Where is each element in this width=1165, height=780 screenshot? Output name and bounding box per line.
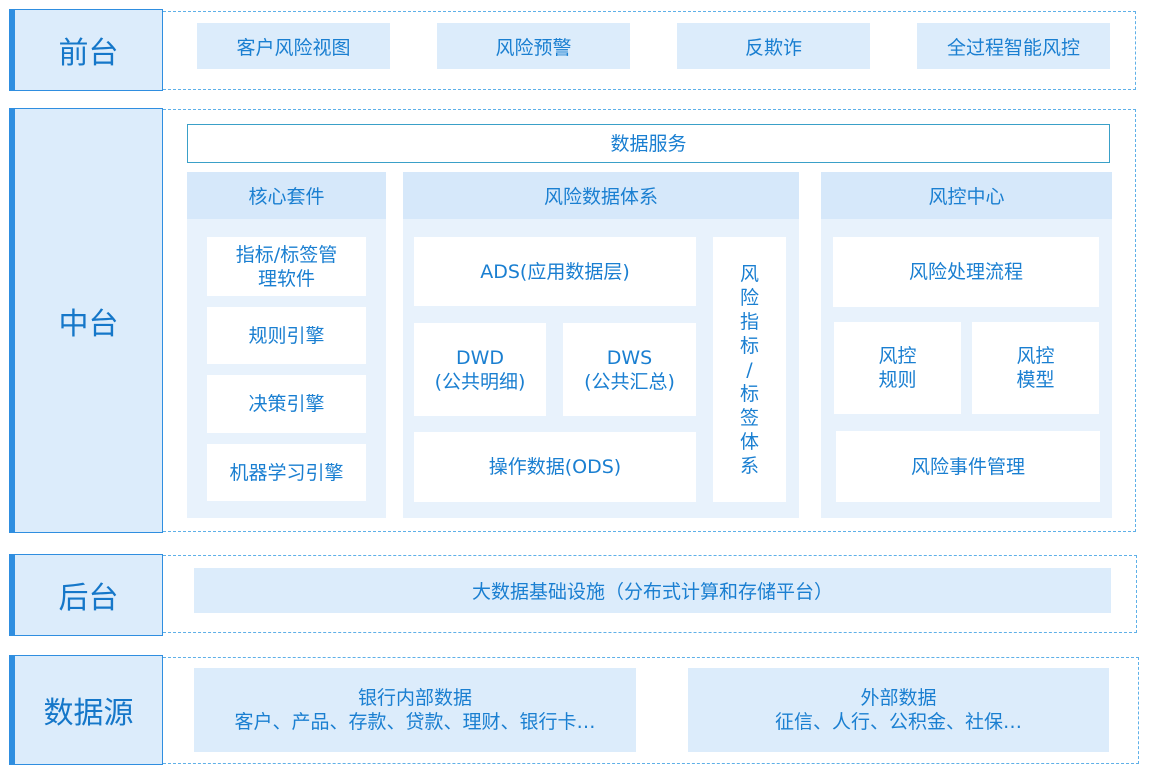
front-item-intelligent-risk-control: 全过程智能风控 [917, 23, 1110, 69]
layer-label-middle: 中台 [9, 108, 163, 533]
front-item-label: 风险预警 [495, 36, 572, 59]
core-item-label: 决策引擎 [248, 393, 325, 415]
risk-data-header: 风险数据体系 [403, 172, 799, 219]
ads-layer: ADS(应用数据层) [414, 237, 696, 306]
internal-data-detail: 客户、产品、存款、贷款、理财、银行卡… [234, 711, 596, 733]
layer-label-back: 后台 [9, 554, 163, 636]
vertical-char: 险 [739, 286, 759, 309]
vertical-char: 标 [739, 334, 759, 357]
risk-indicator-tag-system: 风 险 指 标 / 标 签 体 系 [713, 237, 786, 502]
risk-model-line: 模型 [1016, 369, 1055, 391]
core-item-line: 理软件 [257, 267, 315, 290]
vertical-char: 指 [739, 310, 759, 333]
risk-process-label: 风险处理流程 [908, 261, 1023, 283]
vertical-char: 标 [739, 382, 759, 405]
dws-sublabel: (公共汇总) [584, 370, 675, 393]
risk-control-model: 风控 模型 [972, 322, 1099, 414]
front-item-label: 全过程智能风控 [946, 36, 1080, 59]
front-item-label: 客户风险视图 [236, 36, 351, 59]
layer-label-back-text: 后台 [58, 581, 119, 616]
big-data-infrastructure: 大数据基础设施（分布式计算和存储平台） [194, 568, 1111, 613]
core-suite-header: 核心套件 [187, 172, 386, 219]
big-data-infrastructure-label: 大数据基础设施（分布式计算和存储平台） [471, 581, 833, 603]
external-data: 外部数据 征信、人行、公积金、社保… [688, 668, 1109, 752]
dwd-layer: DWD (公共明细) [414, 323, 546, 416]
internal-bank-data: 银行内部数据 客户、产品、存款、贷款、理财、银行卡… [194, 668, 636, 752]
vertical-char: 体 [739, 430, 759, 453]
core-suite-title: 核心套件 [248, 186, 325, 208]
ods-layer: 操作数据(ODS) [414, 432, 696, 502]
layer-label-middle-text: 中台 [58, 306, 119, 342]
risk-process-flow: 风险处理流程 [833, 237, 1099, 307]
layer-label-front-text: 前台 [58, 36, 119, 71]
layer-label-source: 数据源 [9, 655, 163, 765]
dws-label: DWS [606, 346, 653, 369]
core-item-label: 规则引擎 [248, 324, 325, 347]
risk-rules-line: 风控 [878, 345, 917, 367]
ads-label: ADS(应用数据层) [480, 260, 630, 283]
core-item-metric-tag-software: 指标/标签管 理软件 [207, 237, 366, 296]
core-item-ml-engine: 机器学习引擎 [207, 444, 366, 501]
risk-model-line: 风控 [1016, 345, 1055, 367]
dwd-sublabel: (公共明细) [434, 370, 526, 393]
ods-label: 操作数据(ODS) [488, 456, 622, 478]
risk-event-label: 风险事件管理 [910, 455, 1025, 478]
source-layer-frame [163, 657, 1139, 764]
external-data-detail: 征信、人行、公积金、社保… [774, 711, 1022, 733]
risk-data-title: 风险数据体系 [543, 186, 658, 208]
layer-label-front: 前台 [9, 9, 163, 91]
core-item-label: 机器学习引擎 [229, 461, 344, 484]
vertical-char: 签 [739, 406, 759, 429]
front-item-anti-fraud: 反欺诈 [677, 23, 870, 69]
vertical-char: / [746, 358, 753, 381]
back-layer-frame [163, 555, 1137, 633]
layer-label-source-text: 数据源 [43, 696, 134, 731]
dws-layer: DWS (公共汇总) [563, 323, 696, 416]
risk-control-header: 风控中心 [821, 172, 1112, 219]
core-item-rule-engine: 规则引擎 [207, 307, 366, 364]
front-item-customer-risk-view: 客户风险视图 [197, 23, 390, 69]
front-item-label: 反欺诈 [744, 36, 802, 59]
data-service-label: 数据服务 [610, 132, 687, 155]
internal-data-title: 银行内部数据 [357, 687, 472, 709]
risk-control-rules: 风控 规则 [834, 322, 961, 414]
front-item-risk-warning: 风险预警 [437, 23, 630, 69]
risk-event-management: 风险事件管理 [836, 431, 1100, 502]
vertical-char: 系 [739, 454, 759, 477]
external-data-title: 外部数据 [860, 687, 937, 709]
risk-control-title: 风控中心 [928, 186, 1005, 208]
risk-rules-line: 规则 [878, 369, 917, 391]
core-item-line: 指标/标签管 [235, 243, 338, 266]
data-service-bar: 数据服务 [187, 124, 1110, 163]
dwd-label: DWD [455, 346, 505, 369]
middle-layer-frame [163, 109, 1136, 532]
vertical-char: 风 [739, 262, 759, 285]
front-layer-frame [163, 11, 1136, 90]
core-item-decision-engine: 决策引擎 [207, 375, 366, 433]
